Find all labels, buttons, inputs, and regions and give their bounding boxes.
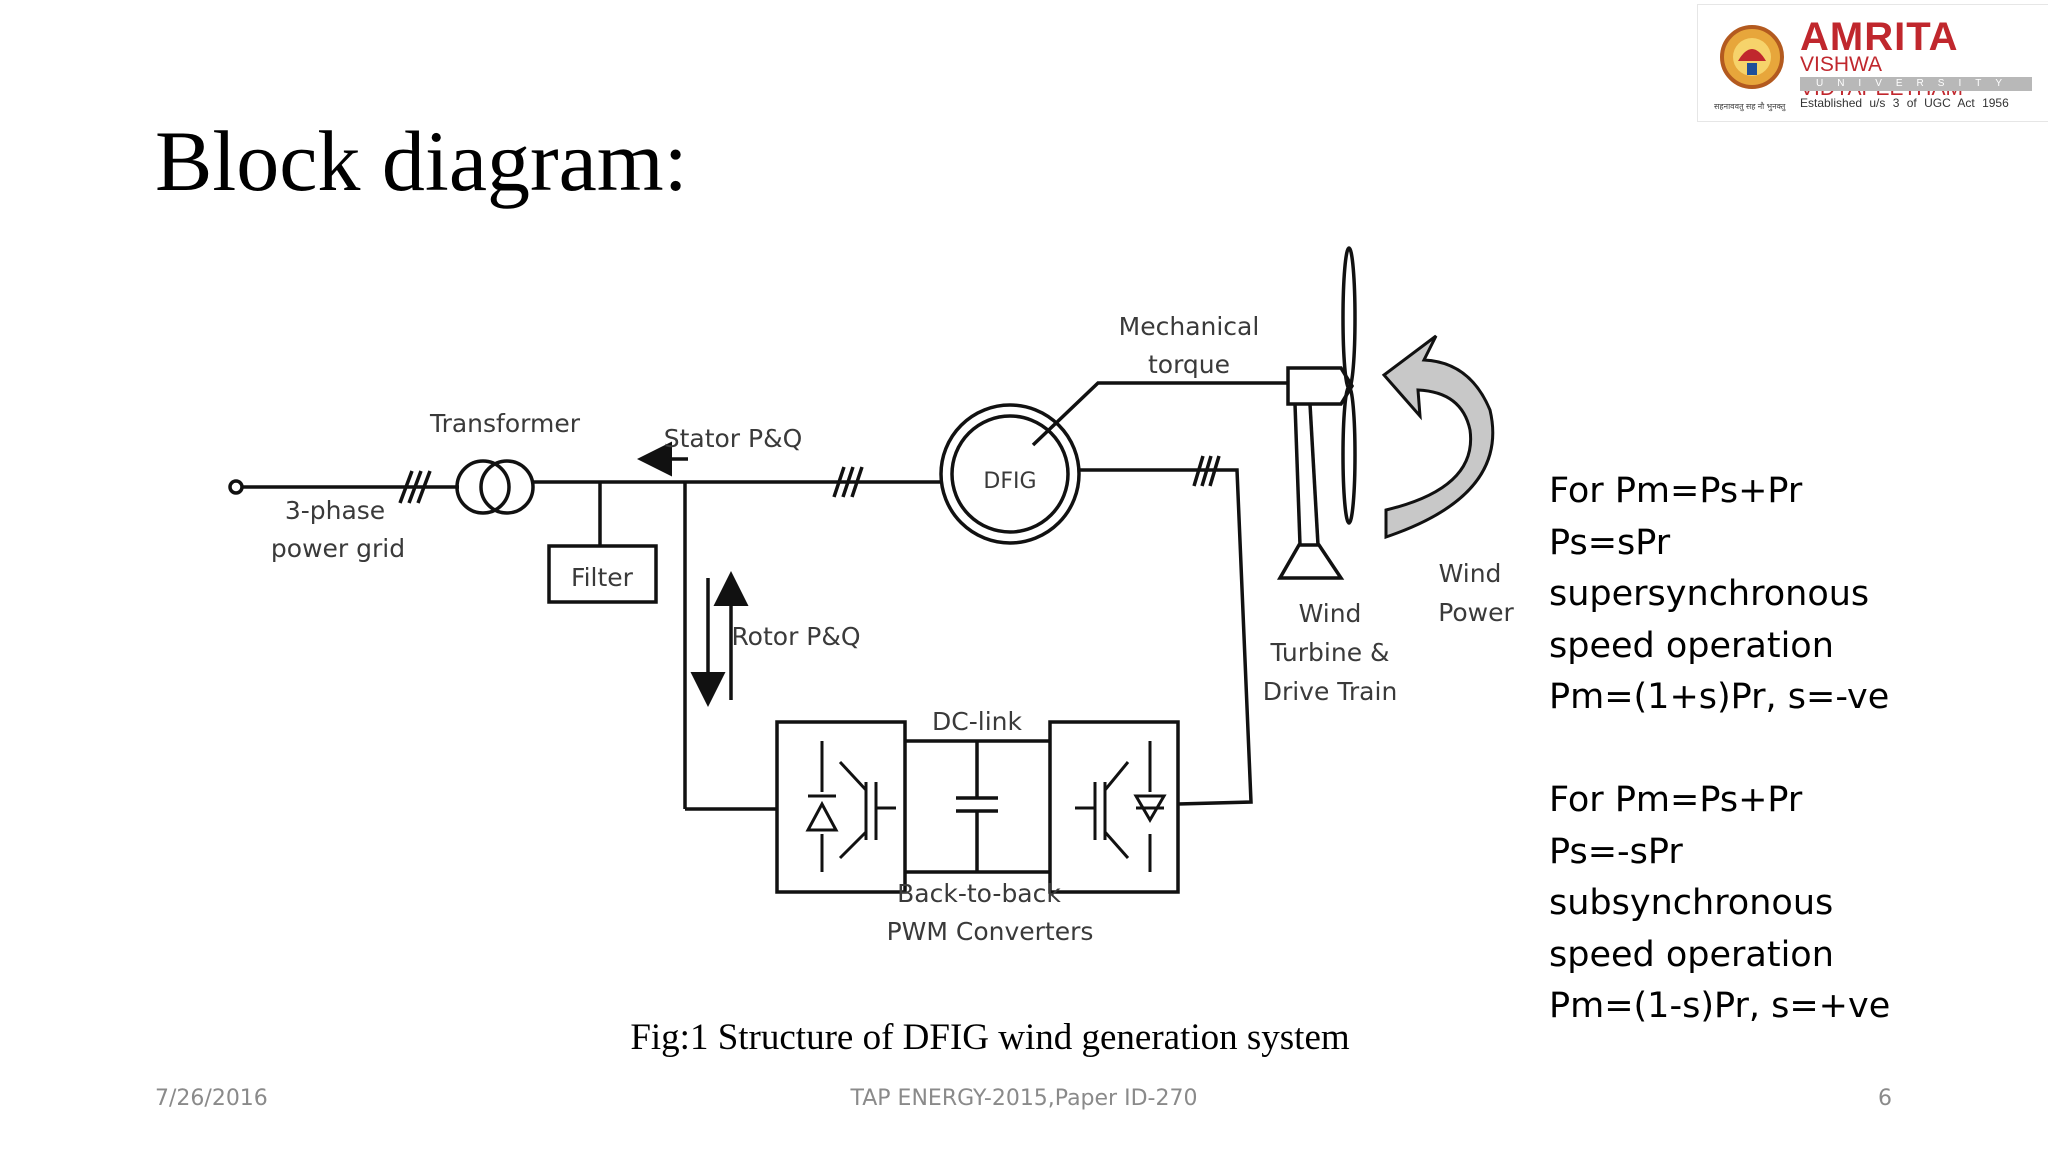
igbt-grid-side — [805, 741, 896, 872]
mechanical-shaft — [1031, 381, 1287, 447]
turbine-label-line1: Wind — [1299, 599, 1362, 628]
grid-label-line2: power grid — [271, 534, 405, 563]
three-phase-mark-grid — [398, 470, 432, 504]
note-line: speed operation — [1549, 625, 1834, 666]
note-line: supersynchronous — [1549, 574, 1870, 614]
note-line: Pm=(1-s)Pr, s=+ve — [1549, 986, 1891, 1026]
rotor-pq-label: Rotor P&Q — [731, 622, 860, 651]
note-line — [1549, 724, 1890, 776]
figure-caption: Fig:1 Structure of DFIG wind generation … — [630, 1017, 1350, 1058]
three-phase-mark-rotor — [1192, 455, 1221, 487]
note-line: subsynchronous — [1549, 883, 1834, 923]
university-logo: AMRITA VISHWA VIDYAPEETHAM UNIVERSITY Es… — [1697, 4, 2048, 122]
dc-link-label: DC-link — [932, 707, 1022, 736]
igbt-rotor-side — [1075, 741, 1167, 872]
note-line: speed operation — [1549, 934, 1834, 975]
footer-page-number: 6 — [1878, 1086, 1892, 1111]
dc-link-capacitor — [956, 741, 998, 872]
operation-notes: For Pm=Ps+Pr Ps=sPr supersynchronous spe… — [1549, 466, 1890, 1033]
turbine-label-line2: Turbine & — [1269, 638, 1389, 667]
amrita-emblem-icon — [1720, 25, 1784, 89]
wind-power-arrow — [1381, 334, 1495, 540]
converters-label-line2: PWM Converters — [887, 917, 1094, 946]
dfig-outer-ring — [939, 403, 1081, 545]
stator-pq-label: Stator P&Q — [664, 424, 803, 453]
note-line: Ps=-sPr — [1549, 831, 1683, 872]
mechanical-label-line2: torque — [1148, 350, 1230, 379]
transformer-symbol — [455, 459, 535, 515]
filter-box — [547, 544, 658, 604]
logo-band: UNIVERSITY — [1800, 77, 2032, 91]
dfig-inner-ring — [950, 414, 1070, 534]
slide-title: Block diagram: — [155, 113, 688, 209]
logo-established: Established u/s 3 of UGC Act 1956 — [1800, 96, 2009, 110]
footer-center: TAP ENERGY-2015,Paper ID-270 — [850, 1086, 1198, 1111]
logo-name: AMRITA — [1800, 15, 1959, 59]
footer-date: 7/26/2016 — [155, 1086, 268, 1111]
turbine-label-line3: Drive Train — [1263, 677, 1398, 706]
wind-power-label-line2: Power — [1438, 598, 1514, 627]
note-line: Ps=sPr — [1549, 522, 1671, 563]
note-line: For Pm=Ps+Pr — [1549, 471, 1803, 511]
rotor-line — [1079, 468, 1253, 806]
note-line: Pm=(1+s)Pr, s=-ve — [1549, 677, 1890, 717]
grid-terminal — [228, 479, 244, 495]
wind-turbine-icon — [1276, 246, 1357, 580]
dfig-label: DFIG — [983, 469, 1036, 494]
rotor-side-converter — [1048, 720, 1180, 894]
transformer-label: Transformer — [429, 409, 581, 438]
three-phase-mark-stator — [832, 466, 864, 498]
grid-side-converter — [775, 720, 907, 894]
wind-power-label-line1: Wind — [1439, 559, 1502, 588]
logo-motto: सहनाववतु सह नौ भुनक्तु — [1714, 102, 1786, 111]
converters-label-line1: Back-to-back — [897, 879, 1061, 908]
filter-label: Filter — [571, 563, 634, 592]
grid-label-line1: 3-phase — [285, 496, 385, 525]
note-line: For Pm=Ps+Pr — [1549, 780, 1803, 820]
mechanical-label-line1: Mechanical — [1119, 312, 1260, 341]
